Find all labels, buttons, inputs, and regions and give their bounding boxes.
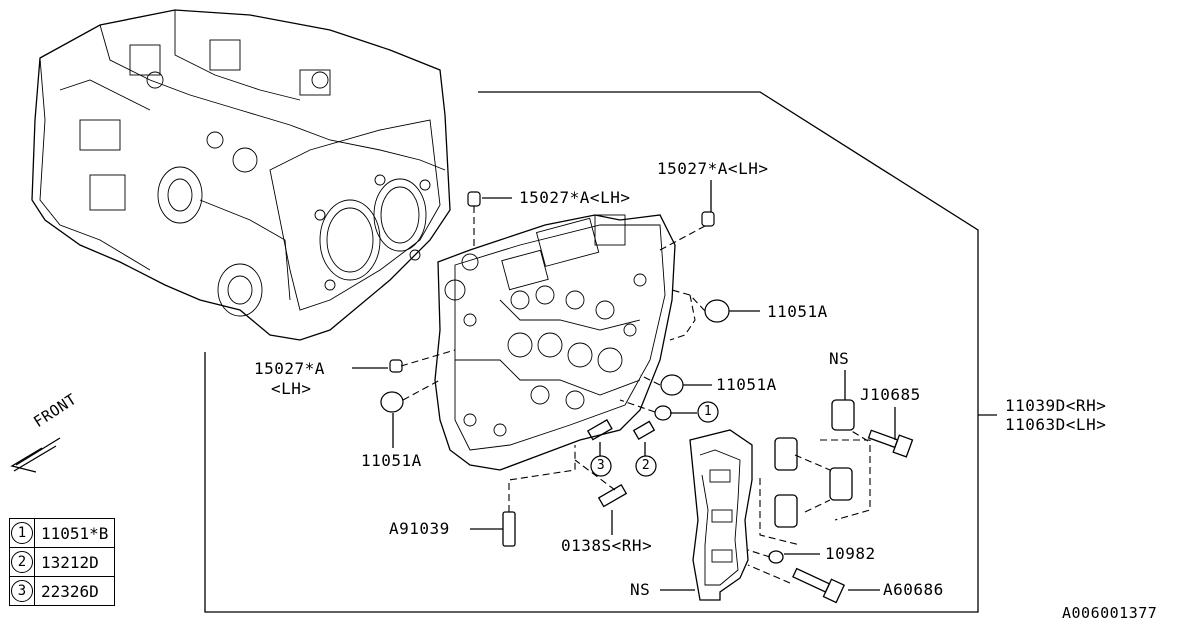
diagram-id: A006001377	[1062, 604, 1158, 622]
plugs-drawing	[380, 191, 730, 421]
label-15027-top: 15027*A<LH>	[657, 159, 769, 178]
leader-lines	[352, 180, 997, 591]
label-15027-left: 15027*A	[254, 359, 325, 378]
label-15027-mid: 15027*A<LH>	[519, 188, 631, 207]
callout-3: 3	[596, 458, 606, 473]
label-j10685: J10685	[860, 385, 921, 404]
legend-row: 1 11051*B	[9, 518, 116, 548]
front-arrow	[10, 437, 61, 473]
legend-row: 2 13212D	[9, 547, 116, 577]
label-11051a-middle: 11051A	[716, 375, 777, 394]
label-15027-left-suffix: <LH>	[271, 379, 312, 398]
label-11051a-left: 11051A	[361, 451, 422, 470]
callout-1: 1	[703, 404, 713, 419]
label-10982: 10982	[825, 544, 876, 563]
legend-table: 1 11051*B 2 13212D 3 22326D	[9, 518, 116, 606]
label-0138s: 0138S<RH>	[561, 536, 653, 555]
label-ns-top: NS	[829, 349, 850, 368]
legend-part: 13212D	[33, 547, 116, 577]
label-a60686: A60686	[883, 580, 944, 599]
legend-num: 3	[11, 580, 33, 602]
label-11051a-upper: 11051A	[767, 302, 828, 321]
engine-block-drawing	[31, 9, 451, 341]
legend-num: 1	[11, 522, 33, 544]
callout-2: 2	[641, 458, 651, 473]
legend-part: 11051*B	[33, 518, 116, 548]
bolts-drawing	[502, 419, 914, 604]
guide-lines	[400, 206, 869, 584]
legend-row: 3 22326D	[9, 576, 116, 606]
callout-circles	[590, 401, 719, 477]
label-assy-lh: 11063D<LH>	[1005, 415, 1107, 434]
cam-carrier-drawing	[689, 429, 753, 601]
legend-part: 22326D	[33, 576, 116, 606]
cylinder-head-drawing	[434, 214, 676, 471]
label-assy-rh: 11039D<RH>	[1005, 396, 1107, 415]
cam-caps-drawing	[759, 399, 871, 546]
label-a91039: A91039	[389, 519, 450, 538]
legend-num: 2	[11, 551, 33, 573]
label-ns-bottom: NS	[630, 580, 651, 599]
assembly-frame	[204, 91, 979, 613]
